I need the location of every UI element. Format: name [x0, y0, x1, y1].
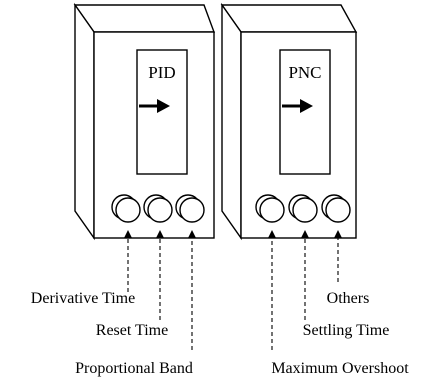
pnc-knob-1[interactable] [255, 194, 285, 223]
pnc-display-window [279, 49, 331, 175]
pid-box-side-face [74, 2, 95, 241]
pid-knob-1[interactable] [111, 194, 141, 223]
pnc-box-side-face [221, 2, 242, 241]
pnc-arrow-icon [282, 99, 313, 113]
pnc-knob-3[interactable] [321, 194, 351, 223]
pnc-parameter-maximum-overshoot: Maximum Overshoot [271, 360, 409, 377]
pid-arrow-icon [139, 99, 170, 113]
pnc-parameter-others: Others [327, 290, 370, 307]
pnc-box-top-face [220, 4, 358, 33]
pnc-controller-box: PNC [220, 2, 358, 241]
pnc-display-label: PNC [288, 63, 321, 82]
pnc-parameter-settling-time: Settling Time [303, 322, 390, 339]
pnc-leader-lines [268, 230, 342, 350]
pid-controller-box: PID [73, 2, 216, 241]
pid-knob-3[interactable] [175, 194, 205, 223]
pid-display-label: PID [148, 63, 175, 82]
pid-box-top-face [73, 4, 216, 33]
pid-leader-lines [124, 230, 196, 350]
pid-parameter-reset-time: Reset Time [96, 322, 168, 339]
pnc-knob-2[interactable] [288, 194, 318, 223]
pid-knob-2[interactable] [143, 194, 173, 223]
pid-parameter-derivative-time: Derivative Time [31, 290, 135, 307]
pid-parameter-proportional-band: Proportional Band [75, 360, 193, 377]
pid-display-window [136, 49, 188, 175]
